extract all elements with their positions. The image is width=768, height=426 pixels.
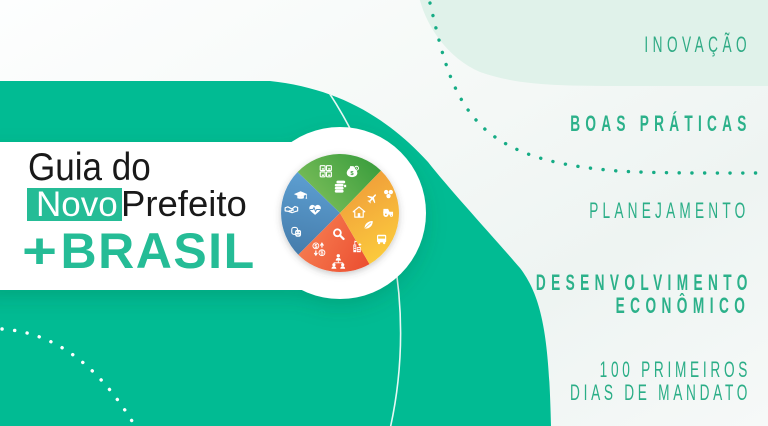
svg-text:$: $ xyxy=(350,171,354,177)
svg-text:$: $ xyxy=(320,251,323,257)
svg-text:$: $ xyxy=(314,244,317,250)
